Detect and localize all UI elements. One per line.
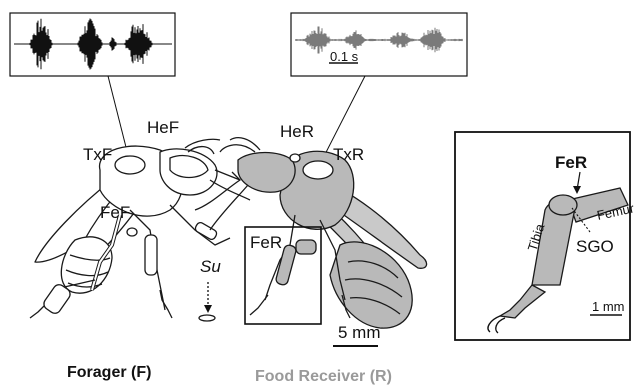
label-feF: FeF xyxy=(100,203,130,222)
legend-receiver: Food Receiver (R) xyxy=(255,368,392,386)
label-heR: HeR xyxy=(280,122,314,141)
forager-femur-organ-marker xyxy=(127,228,137,236)
label-txR: TxR xyxy=(333,145,364,164)
receiver-bee xyxy=(195,138,427,328)
inset-label-feR: FeR xyxy=(555,153,587,172)
inset-label-sgo: SGO xyxy=(576,237,614,256)
legend-forager: Forager (F) xyxy=(67,364,151,382)
label-su: Su xyxy=(200,257,221,276)
label-txF: TxF xyxy=(83,145,112,164)
inset-scale-label: 1 mm xyxy=(592,299,625,314)
audio-scale-label: 0.1 s xyxy=(330,49,359,64)
leg-inset-panel: FeR Femur Tibia SGO 1 mm xyxy=(455,132,636,340)
label-heF: HeF xyxy=(147,118,179,137)
label-feR: FeR xyxy=(250,233,282,252)
main-scale-label: 5 mm xyxy=(338,323,381,342)
receiver-audio-panel: 0.1 s xyxy=(291,13,467,76)
forager-bee xyxy=(30,139,250,321)
forager-audio-panel xyxy=(10,13,175,76)
